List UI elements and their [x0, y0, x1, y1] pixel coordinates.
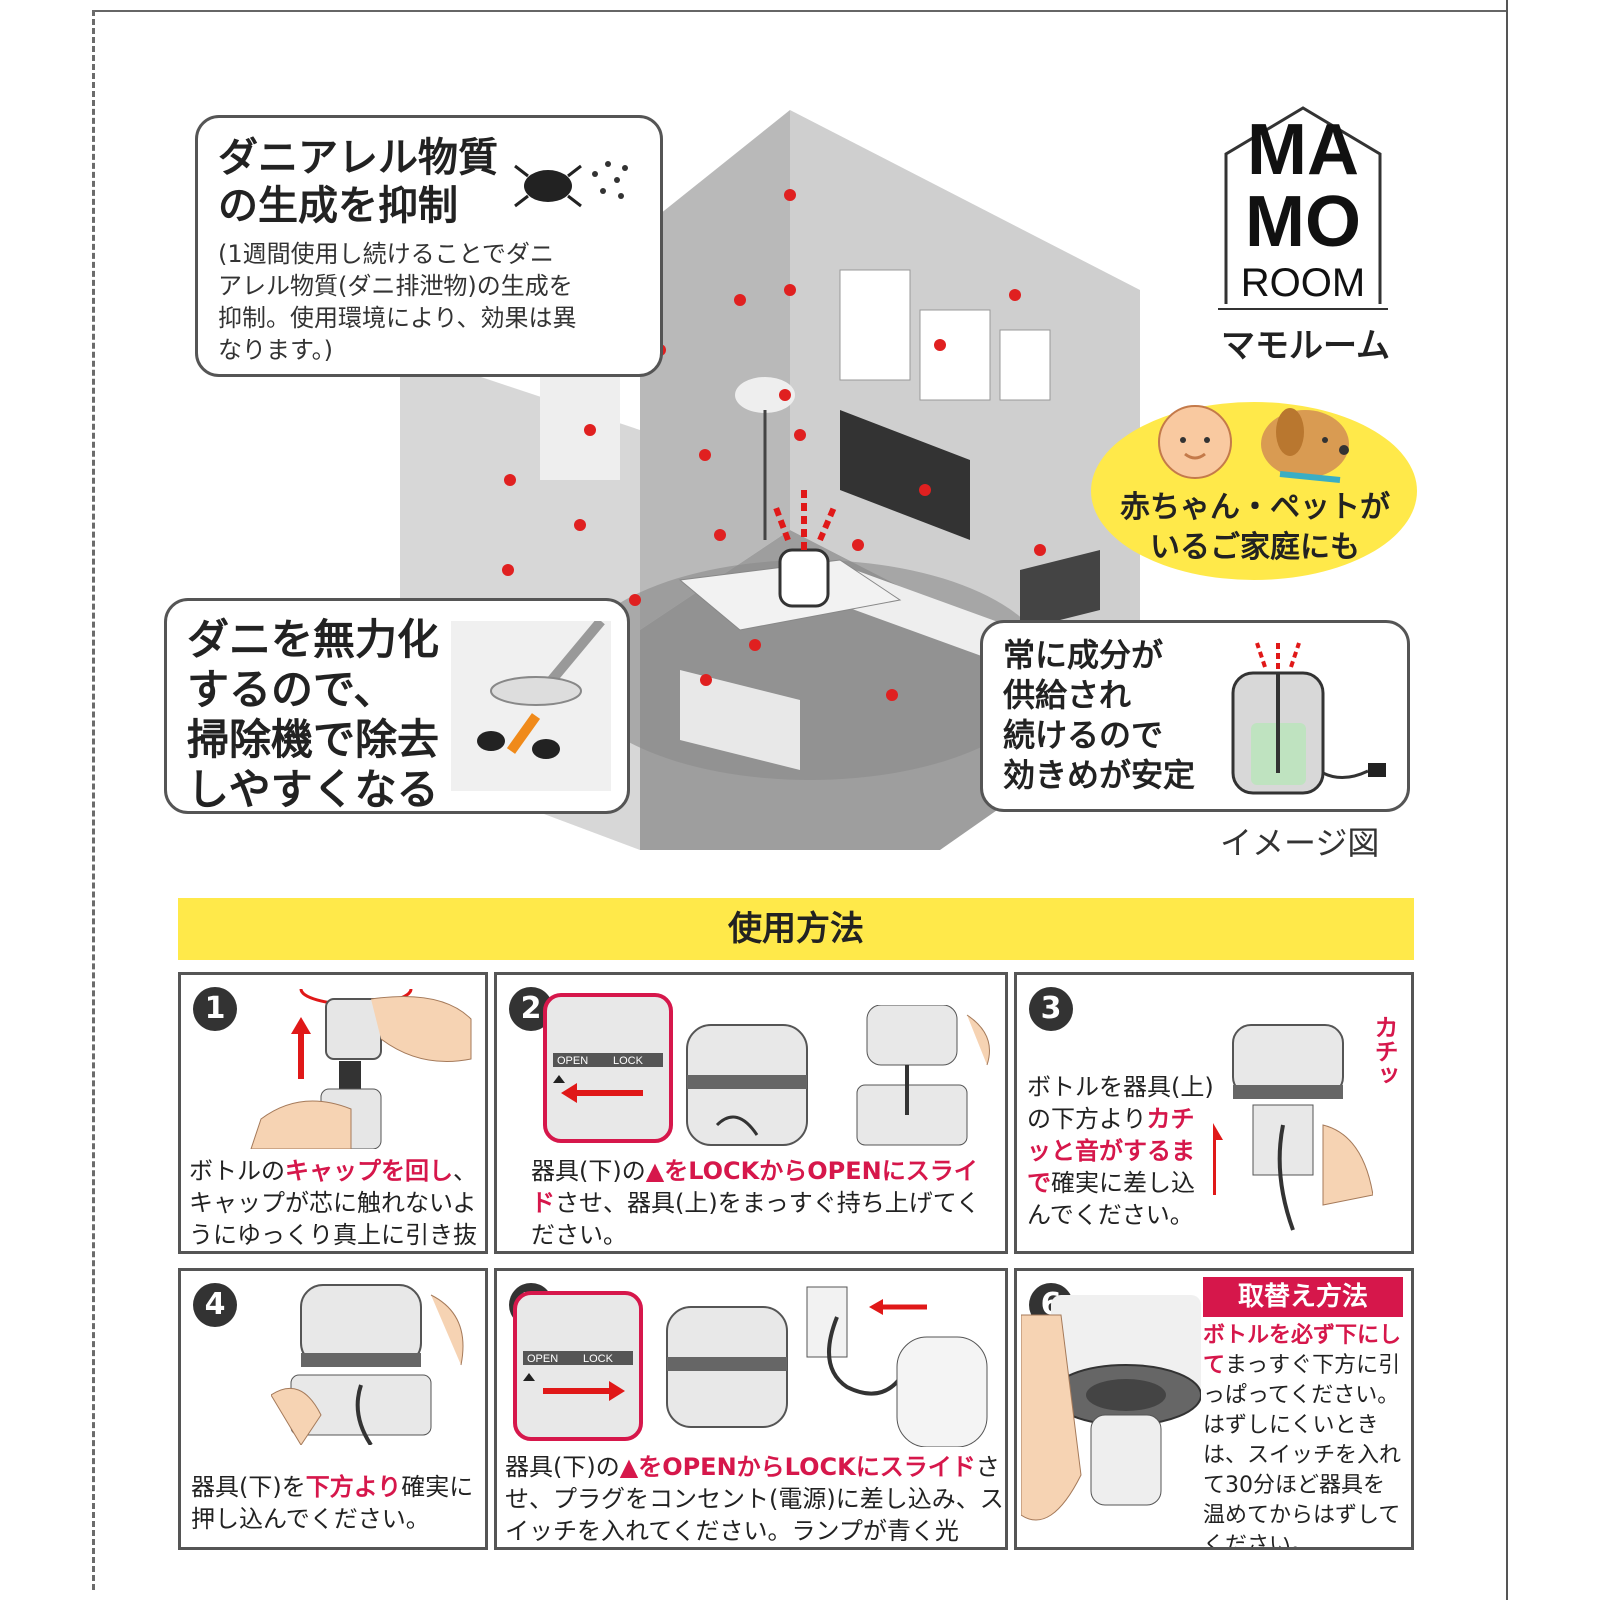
svg-text:OPEN: OPEN [557, 1055, 588, 1067]
panel-edge-right [1506, 0, 1508, 1600]
step-2-panel: 2 OPEN LOCK 器具(下)の▲をLOCKからOPENにスライドさせ、器具… [494, 972, 1008, 1254]
step-number: 3 [1029, 987, 1073, 1031]
fold-line [92, 10, 95, 1590]
logo-wordmark: マモルーム [1221, 326, 1390, 366]
baby-and-dog-icon [1158, 405, 1349, 483]
svg-text:MO: MO [1245, 182, 1361, 262]
step-5-panel: 5 OPEN LOCK 器具(下)の▲をOPENからLOCKにスライドさせ、プラ… [494, 1268, 1008, 1550]
device-cutaway-icon [1231, 641, 1386, 795]
step-description: 器具(下)を下方より確実に押し込んでください。 [191, 1473, 474, 1533]
click-sound-label: カチッ [1370, 1015, 1398, 1087]
step-description: ボトルを器具(上)の下方よりカチッと音がするまで確実に差し込んでください。 [1027, 1073, 1214, 1229]
push-device-illustration [271, 1284, 464, 1445]
mite-icon [514, 161, 628, 208]
bottle-cap-illustration [250, 988, 472, 1149]
plug-in-illustration [666, 1286, 988, 1447]
callout-mite-allergen: ダニアレル物質 の生成を抑制 (1週間使用し続けることでダニ アレル物質(ダニ排… [195, 115, 663, 377]
replacement-title: 取替え方法 [1203, 1277, 1403, 1317]
step-description: 器具(下)の▲をOPENからLOCKにスライドさせ、プラグをコンセント(電源)に… [505, 1453, 1004, 1545]
package-top-edge [92, 10, 1508, 12]
step-description: 器具(下)の▲をLOCKからOPENにスライドさせ、器具(上)をまっすぐ持ち上げ… [531, 1157, 981, 1249]
vacuum-cleaner-icon [451, 621, 611, 791]
lock-slider-zoom: OPEN LOCK [513, 1291, 643, 1441]
family-badge-text: 赤ちゃん・ペットが いるご家庭にも [1120, 490, 1390, 565]
step-description: ボトルのキャップを回し、キャップが芯に触れないようにゆっくり真上に引き抜いてくだ… [189, 1157, 477, 1249]
remove-bottle-illustration [1021, 1295, 1201, 1521]
step-number: 4 [193, 1283, 237, 1327]
callout-disable-mites: ダニを無力化 するので、 掃除機で除去 しやすくなる [164, 598, 630, 814]
step-description: ボトルを必ず下にしてまっすぐ下方に引っぱってください。はずしにくいときは、スイッ… [1203, 1323, 1402, 1550]
step-1-panel: 1 ボトルのキャップを回し、キャップが芯に触れないようにゆっくり真上に引き抜いて… [178, 972, 488, 1254]
svg-text:LOCK: LOCK [613, 1055, 644, 1067]
svg-text:ROOM: ROOM [1241, 261, 1365, 305]
device-separate-illustration [686, 1005, 990, 1146]
step-4-panel: 4 器具(下)を下方より確実に押し込んでください。 [178, 1268, 488, 1550]
callout-note: (1週間使用し続けることでダニ アレル物質(ダニ排泄物)の生成を 抑制。使用環境… [218, 240, 577, 364]
step-6-panel: 6 取替え方法 ボトルを必ず下にしてまっすぐ下方に引っぱってください。はずしにく… [1014, 1268, 1414, 1550]
svg-text:MA: MA [1247, 110, 1359, 190]
image-caption: イメージ図 [1220, 824, 1380, 862]
callout-title: ダニアレル物質 の生成を抑制 [218, 135, 498, 229]
family-badge [1091, 402, 1417, 580]
svg-text:LOCK: LOCK [583, 1353, 614, 1365]
insert-bottle-illustration [1213, 1024, 1373, 1231]
step-3-panel: 3 ボトルを器具(上)の下方よりカチッと音がするまで確実に差し込んでください。 … [1014, 972, 1414, 1254]
step-number: 1 [193, 987, 237, 1031]
mamoroom-logo: MA MO ROOM [1218, 106, 1388, 310]
usage-banner: 使用方法 [178, 898, 1414, 960]
callout-stable-effect: 常に成分が 供給され 続けるので 効きめが安定 [980, 620, 1410, 812]
open-lock-slider-zoom: OPEN LOCK [543, 993, 673, 1143]
svg-text:OPEN: OPEN [527, 1353, 558, 1365]
